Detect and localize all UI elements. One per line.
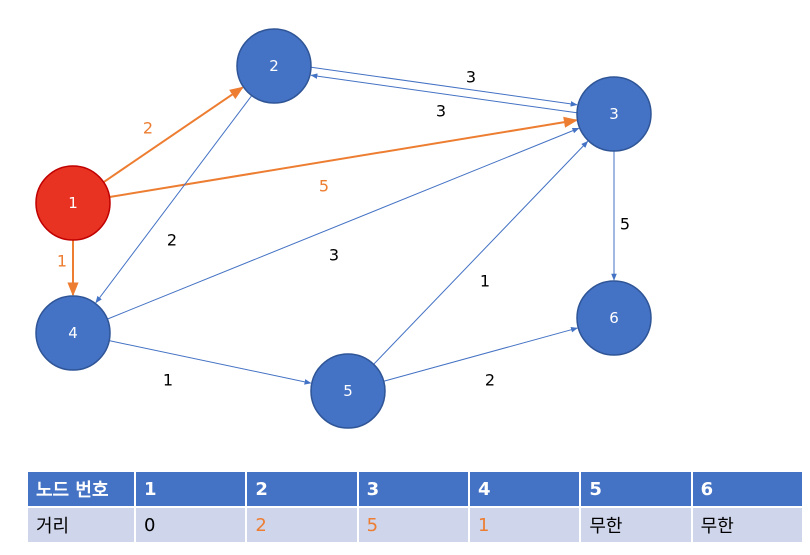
edge-weight-4-to-5: 1	[163, 371, 173, 390]
edge-5-to-3	[373, 140, 589, 365]
edge-5-to-6	[383, 327, 579, 382]
distance-table: 노드 번호 1 2 3 4 5 6 거리 0 2 5 1 무한 무한	[26, 470, 805, 544]
distance-cell-node-4: 1	[467, 506, 582, 544]
table-header-row: 노드 번호 1 2 3 4 5 6	[26, 470, 805, 508]
edge-weight-1-to-2: 2	[143, 119, 153, 138]
header-cell-node-3: 3	[356, 470, 470, 508]
edge-weight-4-to-3: 3	[329, 246, 339, 265]
edge-4-to-3	[107, 127, 580, 320]
node-1-circle	[35, 165, 111, 241]
node-6-label: 6	[609, 309, 619, 327]
table-distance-row: 거리 0 2 5 1 무한 무한	[26, 506, 805, 544]
node-5-circle	[310, 353, 386, 429]
edge-weight-5-to-6: 2	[485, 371, 495, 390]
node-3-circle	[576, 76, 652, 152]
edge-2-to-3	[311, 66, 578, 107]
edge-weight-2-to-3: 3	[466, 68, 476, 87]
edge-4-to-5	[109, 340, 312, 385]
node-4-circle	[35, 295, 111, 371]
edge-2-to-4	[95, 95, 253, 304]
node-2-label: 2	[269, 57, 279, 75]
distance-row-label: 거리	[26, 506, 136, 544]
distance-cell-node-6: 무한	[690, 506, 805, 544]
distance-cell-node-3: 5	[356, 506, 470, 544]
header-cell-node-6: 6	[690, 470, 805, 508]
distance-cell-node-2: 2	[245, 506, 359, 544]
edge-weight-5-to-3: 1	[480, 272, 490, 291]
node-3-label: 3	[609, 105, 619, 123]
distance-cell-node-1: 0	[133, 506, 248, 544]
node-6: 6	[576, 280, 652, 356]
edge-weight-1-to-3: 5	[319, 177, 329, 196]
header-cell-node-2: 2	[245, 470, 359, 508]
node-2-circle	[236, 28, 312, 104]
node-2: 2	[236, 28, 312, 104]
edge-weight-3-to-2: 3	[436, 102, 446, 121]
header-cell-node-5: 5	[579, 470, 693, 508]
node-5-label: 5	[343, 382, 353, 400]
node-1-label: 1	[68, 194, 78, 212]
header-cell-node-1: 1	[133, 470, 248, 508]
edge-1-to-2	[103, 86, 244, 183]
edge-1-to-3	[109, 116, 578, 198]
edge-weight-1-to-4: 1	[57, 252, 67, 271]
node-1: 1	[35, 165, 111, 241]
edge-3-to-2	[310, 73, 577, 114]
graph-diagram: 2 5 1 3 3 2 3 1 1 2 5 1 2 3 4 5 6	[35, 28, 652, 429]
distance-cell-node-5: 무한	[579, 506, 693, 544]
edge-labels-layer: 2 5 1 3 3 2 3 1 1 2 5	[57, 68, 630, 390]
header-cell-node-4: 4	[467, 470, 582, 508]
header-cell-node-number: 노드 번호	[26, 470, 136, 508]
node-6-circle	[576, 280, 652, 356]
nodes-layer: 1 2 3 4 5 6	[35, 28, 652, 429]
node-5: 5	[310, 353, 386, 429]
edge-weight-3-to-6: 5	[620, 215, 630, 234]
node-4-label: 4	[68, 324, 78, 342]
edge-weight-2-to-4: 2	[167, 231, 177, 250]
node-4: 4	[35, 295, 111, 371]
edges-layer	[67, 66, 617, 385]
node-3: 3	[576, 76, 652, 152]
